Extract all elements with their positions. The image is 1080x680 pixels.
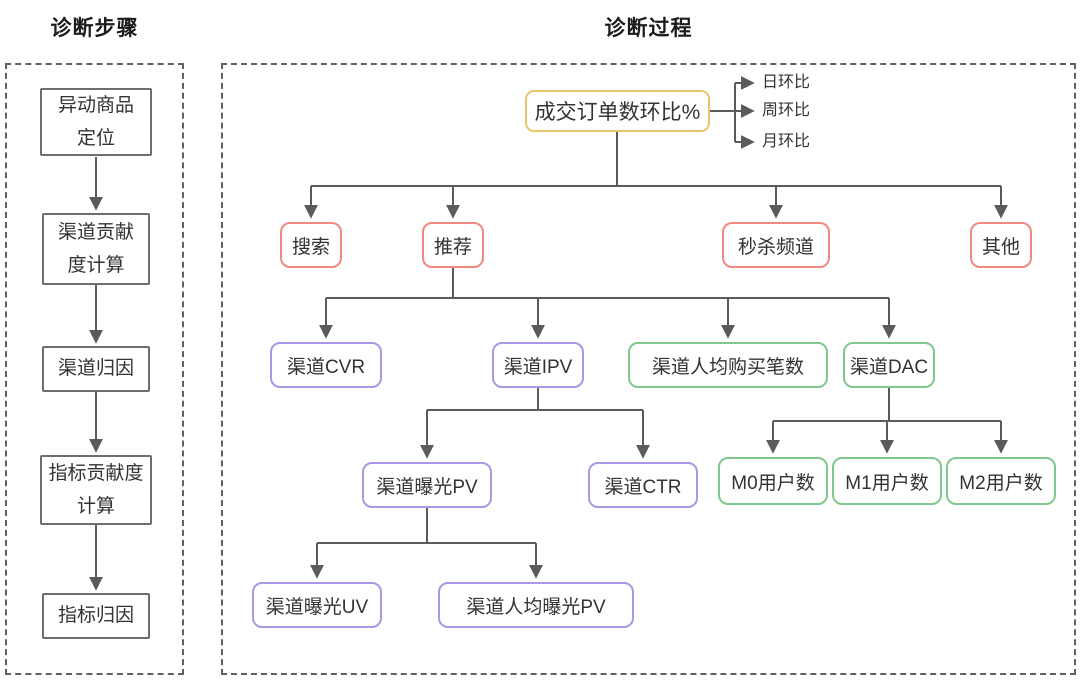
node-recommend: 推荐 bbox=[422, 222, 484, 268]
diagnosis-process-panel bbox=[221, 63, 1076, 675]
node-m0-users: M0用户数 bbox=[718, 457, 828, 505]
node-channel-ipv: 渠道IPV bbox=[492, 342, 584, 388]
step-label-line: 渠道归因 bbox=[57, 358, 134, 380]
node-m2-users: M2用户数 bbox=[946, 457, 1056, 505]
node-channel-cvr: 渠道CVR bbox=[270, 342, 382, 388]
right-panel-title: 诊断过程 bbox=[604, 17, 693, 40]
node-search: 搜索 bbox=[280, 222, 342, 268]
diagnosis-steps-panel bbox=[5, 63, 184, 675]
node-order-count-ratio: 成交订单数环比% bbox=[525, 90, 710, 132]
left-panel-title: 诊断步骤 bbox=[50, 17, 139, 40]
step-channel-contribution-calc: 渠道贡献 度计算 bbox=[42, 213, 150, 285]
node-m1-users: M1用户数 bbox=[832, 457, 942, 505]
label-monthly-ratio: 月环比 bbox=[762, 133, 811, 150]
step-abnormal-item-location: 异动商品 定位 bbox=[40, 88, 152, 156]
step-label-line: 指标贡献度 bbox=[48, 462, 144, 484]
node-channel-per-capita-purchases: 渠道人均购买笔数 bbox=[628, 342, 828, 388]
label-daily-ratio: 日环比 bbox=[762, 74, 811, 91]
step-label-line: 指标归因 bbox=[57, 605, 134, 627]
node-channel-dac: 渠道DAC bbox=[843, 342, 935, 388]
step-metric-attribution: 指标归因 bbox=[42, 593, 150, 639]
step-label-line: 异动商品 bbox=[57, 94, 134, 116]
node-other: 其他 bbox=[970, 222, 1032, 268]
step-label-line: 计算 bbox=[76, 496, 115, 517]
node-channel-per-capita-exposure-pv: 渠道人均曝光PV bbox=[438, 582, 634, 628]
step-label-line: 度计算 bbox=[67, 255, 125, 276]
node-channel-exposure-pv: 渠道曝光PV bbox=[362, 462, 492, 508]
label-weekly-ratio: 周环比 bbox=[762, 102, 811, 119]
node-channel-exposure-uv: 渠道曝光UV bbox=[252, 582, 382, 628]
step-label-line: 定位 bbox=[76, 128, 115, 149]
node-channel-ctr: 渠道CTR bbox=[588, 462, 698, 508]
node-flash-sale-channel: 秒杀频道 bbox=[722, 222, 830, 268]
step-label-line: 渠道贡献 bbox=[57, 221, 134, 243]
step-metric-contribution-calc: 指标贡献度 计算 bbox=[40, 455, 152, 525]
step-channel-attribution: 渠道归因 bbox=[42, 346, 150, 392]
